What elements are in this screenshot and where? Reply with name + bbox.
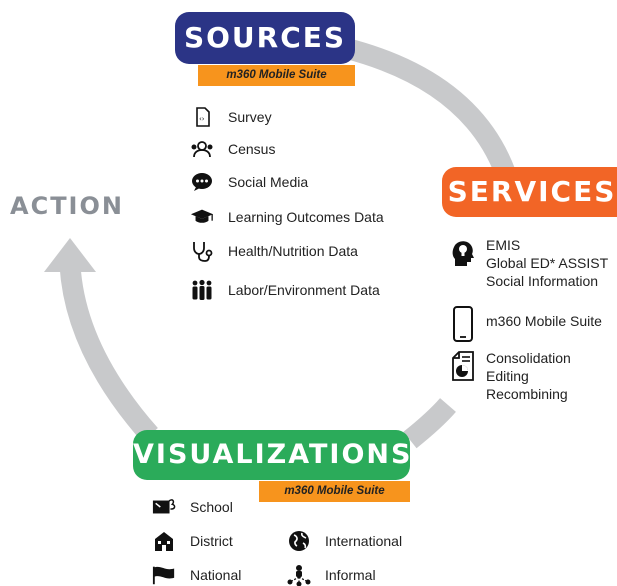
services-title: SERVICES [442,167,617,217]
census-icon [190,138,214,160]
viz-item-international: International [287,530,402,552]
viz-label: District [190,533,233,549]
viz-item-informal: Informal [287,564,376,586]
graduation-cap-icon [190,206,214,228]
service-group-systems: EMIS Global ED* ASSIST Social Informatio… [450,236,608,290]
viz-label: International [325,533,402,549]
viz-label: Informal [325,567,376,583]
source-item-learning-outcomes: Learning Outcomes Data [190,206,384,228]
mobile-device-icon [450,306,476,342]
viz-item-district: District [152,530,233,552]
sources-title: SOURCES [175,12,355,64]
service-group-processing: Consolidation Editing Recombining [450,349,571,403]
ring-arrowhead [44,238,96,272]
people-group-icon [190,279,214,301]
school-icon [152,496,176,518]
visualizations-tag: m360 Mobile Suite [259,481,410,502]
service-line: Recombining [486,385,571,403]
stethoscope-icon [190,240,214,262]
service-line: EMIS [486,236,608,254]
flag-icon [152,564,176,586]
social-media-icon [190,171,214,193]
service-line: Consolidation [486,349,571,367]
visualizations-title: VISUALIZATIONS [133,430,410,480]
sources-tag: m360 Mobile Suite [198,65,355,86]
globe-icon [287,530,311,552]
source-label: Learning Outcomes Data [228,209,384,225]
source-item-health-nutrition: Health/Nutrition Data [190,240,358,262]
source-label: Census [228,141,275,157]
source-item-labor-environment: Labor/Environment Data [190,279,380,301]
ring-arc-visualizations-to-action [70,265,150,435]
source-item-census: Census [190,138,275,160]
source-label: Health/Nutrition Data [228,243,358,259]
district-icon [152,530,176,552]
ring-arc-services-to-visualizations [410,405,448,440]
survey-icon: ‹› [190,106,214,128]
source-label: Survey [228,109,272,125]
action-title: ACTION [10,192,124,220]
service-line: Social Information [486,272,608,290]
service-line: Global ED* ASSIST [486,254,608,272]
report-chart-icon [450,351,476,381]
source-item-survey: ‹› Survey [190,106,272,128]
ring-arc-sources-to-services [345,48,505,172]
service-line: m360 Mobile Suite [486,312,602,330]
source-item-social-media: Social Media [190,171,308,193]
svg-text:‹›: ‹› [199,115,205,123]
source-label: Labor/Environment Data [228,282,380,298]
service-group-mobile: m360 Mobile Suite [450,304,602,342]
viz-item-school: School [152,496,233,518]
source-label: Social Media [228,174,308,190]
viz-item-national: National [152,564,241,586]
viz-label: School [190,499,233,515]
network-icon [287,564,311,586]
viz-label: National [190,567,241,583]
service-line: Editing [486,367,571,385]
head-lightbulb-icon [450,238,476,268]
